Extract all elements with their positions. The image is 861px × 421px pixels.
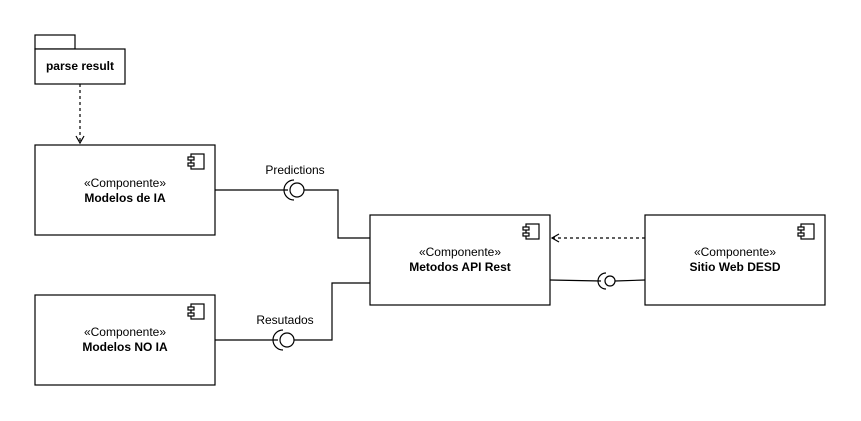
component-icon xyxy=(522,223,540,240)
connector-line xyxy=(549,279,602,282)
socket-required-icon xyxy=(283,179,295,201)
connector-line xyxy=(294,282,370,341)
package-body xyxy=(34,48,126,85)
component-box xyxy=(34,294,216,386)
interface-resultados: Resutados xyxy=(215,282,370,351)
component-icon xyxy=(187,153,205,170)
component-stereotype: «Componente» xyxy=(694,245,776,259)
assembly-connector xyxy=(549,272,646,290)
package-tab xyxy=(34,34,76,50)
package-label: parse result xyxy=(46,59,114,73)
socket-required-icon xyxy=(597,272,607,290)
lollipop-provided-icon xyxy=(279,332,295,348)
component-name: Sitio Web DESD xyxy=(689,260,780,274)
connector-line xyxy=(614,279,646,282)
interface-label: Predictions xyxy=(265,163,324,177)
connector-line xyxy=(304,189,370,239)
package-parse-result[interactable]: parse result xyxy=(34,34,126,85)
lollipop-provided-icon xyxy=(604,275,616,287)
component-sitio-web-desd[interactable]: «Componente» Sitio Web DESD xyxy=(644,214,826,306)
component-modelos-ia[interactable]: «Componente» Modelos de IA xyxy=(34,144,216,236)
component-box xyxy=(34,144,216,236)
component-box xyxy=(644,214,826,306)
component-modelos-no-ia[interactable]: «Componente» Modelos NO IA xyxy=(34,294,216,386)
component-name: Modelos NO IA xyxy=(82,340,168,354)
interface-predictions: Predictions xyxy=(215,163,370,239)
component-icon xyxy=(187,303,205,320)
socket-required-icon xyxy=(272,329,284,351)
component-box xyxy=(369,214,551,306)
component-metodos-api-rest[interactable]: «Componente» Metodos API Rest xyxy=(369,214,551,306)
lollipop-provided-icon xyxy=(289,182,305,198)
component-stereotype: «Componente» xyxy=(84,176,166,190)
component-stereotype: «Componente» xyxy=(419,245,501,259)
component-name: Metodos API Rest xyxy=(409,260,511,274)
interface-label: Resutados xyxy=(256,313,313,327)
component-stereotype: «Componente» xyxy=(84,325,166,339)
component-name: Modelos de IA xyxy=(84,191,166,205)
component-icon xyxy=(797,223,815,240)
